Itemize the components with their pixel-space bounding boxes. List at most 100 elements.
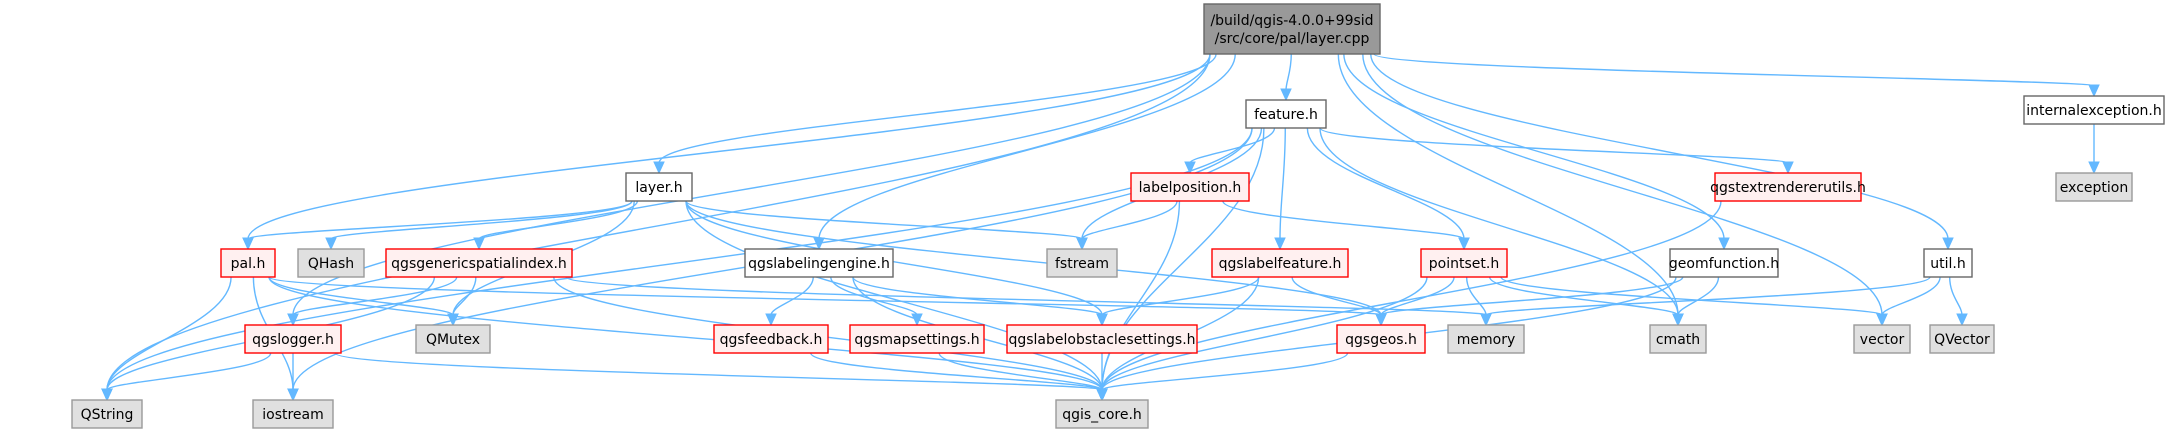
node-qgis_core: qgis_core.h bbox=[1055, 399, 1149, 429]
node-box bbox=[2055, 172, 2133, 202]
node-label: /build/qgis-4.0.0+99sid bbox=[1210, 13, 1373, 29]
node-label: vector bbox=[1860, 332, 1905, 348]
node-qgstextrendererutils[interactable]: qgstextrendererutils.h bbox=[1710, 172, 1866, 202]
edge-root-to-pal bbox=[247, 53, 1211, 240]
arrowhead-layer-to-qhash bbox=[325, 237, 337, 251]
node-label: internalexception.h bbox=[2026, 103, 2161, 119]
node-box bbox=[1923, 248, 1973, 278]
edge-qgslogger-to-qgis_core bbox=[334, 352, 1103, 391]
node-label: qgslabelobstaclesettings.h bbox=[1008, 332, 1195, 348]
node-root[interactable]: /build/qgis-4.0.0+99sid/src/core/pal/lay… bbox=[1203, 3, 1381, 55]
edge-root-to-vector bbox=[1362, 53, 1883, 316]
node-box bbox=[220, 248, 276, 278]
node-label: qgsmapsettings.h bbox=[854, 332, 979, 348]
node-fstream: fstream bbox=[1046, 248, 1118, 278]
arrowhead-root-to-layer bbox=[653, 161, 665, 175]
edge-qgstextrendererutils-to-qgis_core bbox=[1101, 200, 1722, 391]
node-box bbox=[1211, 248, 1349, 278]
node-qgsgenericspatialindex[interactable]: qgsgenericspatialindex.h bbox=[385, 248, 573, 278]
node-pal[interactable]: pal.h bbox=[220, 248, 276, 278]
node-label: qgis_core.h bbox=[1062, 407, 1142, 423]
node-label: labelposition.h bbox=[1139, 180, 1242, 196]
node-label: QString bbox=[81, 407, 134, 423]
arrowhead-qgslabelfeature-to-qgslabelobstaclesettings bbox=[1096, 313, 1108, 327]
arrowhead-util-to-qvector bbox=[1956, 313, 1968, 327]
arrowhead-internalexception-to-exception bbox=[2088, 161, 2100, 175]
edge-qgslabelingengine-to-qgsfeedback bbox=[770, 276, 814, 316]
node-util[interactable]: util.h bbox=[1923, 248, 1973, 278]
node-label: qgstextrendererutils.h bbox=[1710, 180, 1866, 196]
node-box bbox=[252, 399, 334, 429]
node-qgsgeos[interactable]: qgsgeos.h bbox=[1336, 324, 1426, 354]
arrowhead-root-to-util bbox=[1942, 237, 1954, 251]
edge-qgsmapsettings-to-qgis_core bbox=[938, 352, 1103, 391]
node-box bbox=[1336, 324, 1426, 354]
edge-qgsgenericspatialindex-to-qgslogger bbox=[292, 276, 458, 316]
node-box bbox=[297, 248, 365, 278]
edge-geomfunction-to-cmath bbox=[1677, 276, 1720, 316]
node-box bbox=[713, 324, 829, 354]
node-box bbox=[1006, 324, 1198, 354]
arrowhead-qgsgenericspatialindex-to-qgslogger bbox=[287, 313, 299, 327]
arrowhead-feature-to-qgstextrendererutils bbox=[1782, 161, 1794, 175]
arrowhead-feature-to-qgslabelfeature bbox=[1274, 237, 1286, 251]
node-label: QHash bbox=[308, 256, 354, 272]
node-qgsfeedback[interactable]: qgsfeedback.h bbox=[713, 324, 829, 354]
edge-pointset-to-memory bbox=[1465, 276, 1487, 316]
node-qgslabelfeature[interactable]: qgslabelfeature.h bbox=[1211, 248, 1349, 278]
node-box bbox=[1714, 172, 1862, 202]
edge-util-to-qvector bbox=[1948, 276, 1963, 316]
node-geomfunction[interactable]: geomfunction.h bbox=[1669, 248, 1779, 278]
node-internalexception[interactable]: internalexception.h bbox=[2023, 95, 2165, 125]
node-box bbox=[625, 172, 693, 202]
edge-util-to-memory bbox=[1485, 276, 1931, 316]
edge-root-to-cmath bbox=[1337, 53, 1679, 316]
node-qmutex: QMutex bbox=[415, 324, 491, 354]
node-layer[interactable]: layer.h bbox=[625, 172, 693, 202]
node-box bbox=[1649, 324, 1707, 354]
edge-pointset-to-vector bbox=[1500, 276, 1883, 316]
node-label: memory bbox=[1457, 332, 1516, 348]
node-labelposition[interactable]: labelposition.h bbox=[1130, 172, 1250, 202]
edge-root-to-qstring bbox=[106, 53, 1211, 391]
node-iostream: iostream bbox=[252, 399, 334, 429]
node-label: qgsfeedback.h bbox=[720, 332, 823, 348]
node-box bbox=[71, 399, 143, 429]
edge-layer-to-qgslabelobstaclesettings bbox=[685, 200, 1103, 316]
node-label: /src/core/pal/layer.cpp bbox=[1215, 31, 1370, 47]
arrowhead-layer-to-qgsgenericspatialindex bbox=[473, 237, 485, 251]
node-box bbox=[1929, 324, 1995, 354]
node-label: QMutex bbox=[426, 332, 480, 348]
node-qgslabelingengine[interactable]: qgslabelingengine.h bbox=[744, 248, 894, 278]
edge-root-to-feature bbox=[1285, 53, 1292, 91]
node-label: qgslabelingengine.h bbox=[748, 256, 890, 272]
node-box bbox=[849, 324, 985, 354]
node-label: cmath bbox=[1656, 332, 1700, 348]
edge-layer-to-qgis_core bbox=[685, 200, 1103, 391]
node-label: pal.h bbox=[231, 256, 266, 272]
arrowhead-qgsgenericspatialindex-to-qmutex bbox=[447, 313, 459, 327]
node-qgslogger[interactable]: qgslogger.h bbox=[244, 324, 342, 354]
node-pointset[interactable]: pointset.h bbox=[1420, 248, 1508, 278]
edge-labelposition-to-fstream bbox=[1081, 200, 1178, 240]
edge-root-to-layer bbox=[658, 53, 1217, 164]
node-label: fstream bbox=[1055, 256, 1109, 272]
edge-qgsfeedback-to-qgis_core bbox=[810, 352, 1103, 391]
node-feature[interactable]: feature.h bbox=[1245, 99, 1327, 129]
arrowhead-root-to-feature bbox=[1280, 88, 1292, 102]
arrowhead-feature-to-labelposition bbox=[1184, 161, 1196, 175]
edge-root-to-qgslabelingengine bbox=[818, 53, 1236, 240]
edge-qgslabelingengine-to-qgsmapsettings bbox=[830, 276, 918, 316]
node-box bbox=[1245, 99, 1327, 129]
node-qvector: QVector bbox=[1929, 324, 1995, 354]
node-label: iostream bbox=[262, 407, 324, 423]
node-qstring: QString bbox=[71, 399, 143, 429]
node-box bbox=[1203, 3, 1381, 55]
edge-pal-to-qgsgeos bbox=[268, 276, 1382, 316]
edge-pal-to-qmutex bbox=[268, 276, 454, 316]
node-qgsmapsettings[interactable]: qgsmapsettings.h bbox=[849, 324, 985, 354]
node-box bbox=[1055, 399, 1149, 429]
node-qgslabelobstaclesettings[interactable]: qgslabelobstaclesettings.h bbox=[1006, 324, 1198, 354]
node-box bbox=[744, 248, 894, 278]
